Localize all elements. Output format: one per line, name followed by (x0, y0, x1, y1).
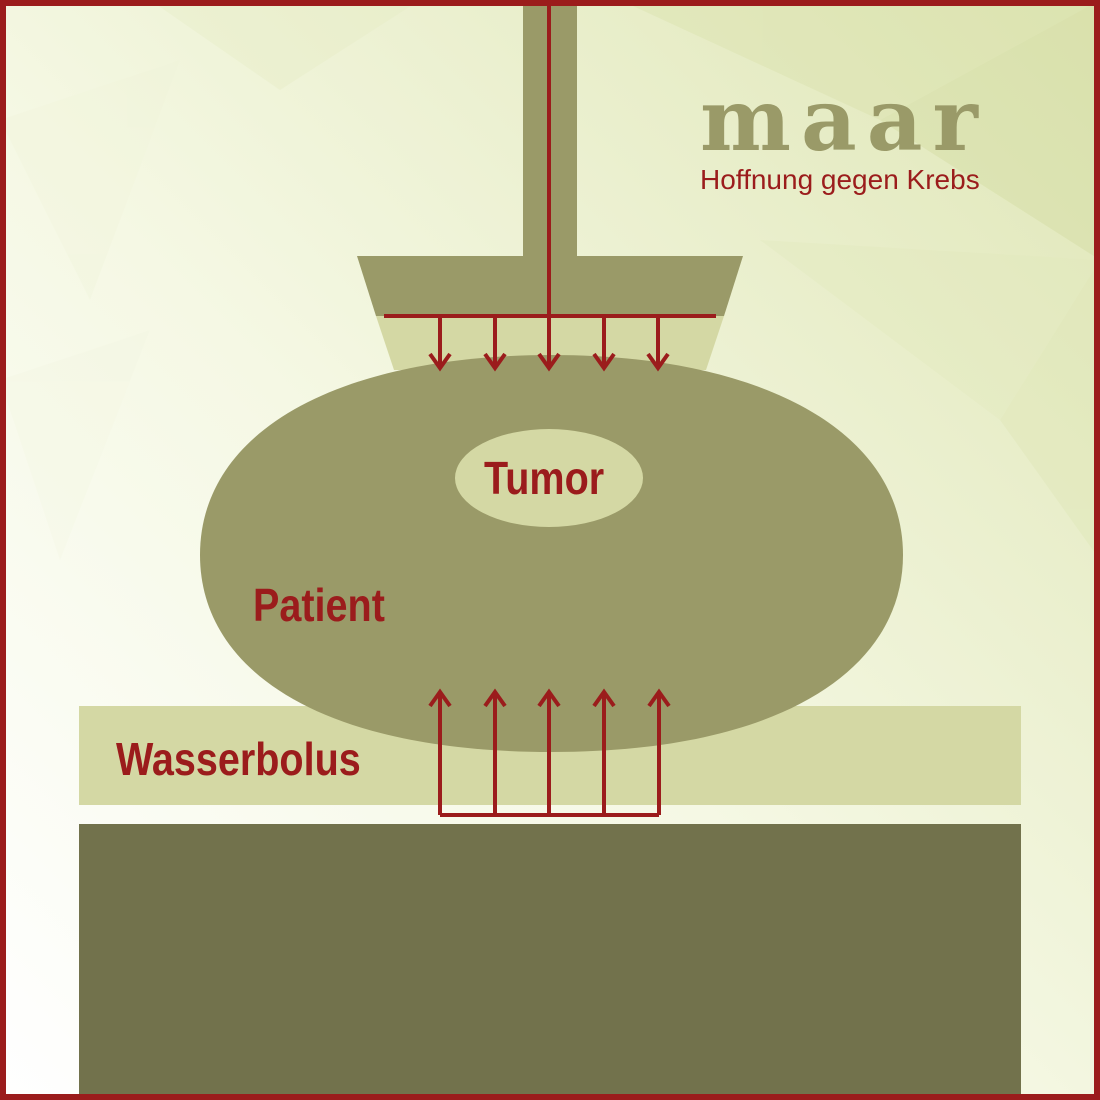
water-bolus-label: Wasserbolus (116, 736, 361, 782)
logo-wordmark: maar (700, 78, 988, 164)
patient-label: Patient (253, 582, 385, 628)
tumor-label: Tumor (484, 455, 604, 501)
treatment-table (79, 824, 1021, 1100)
logo-tagline: Hoffnung gegen Krebs (700, 166, 980, 194)
